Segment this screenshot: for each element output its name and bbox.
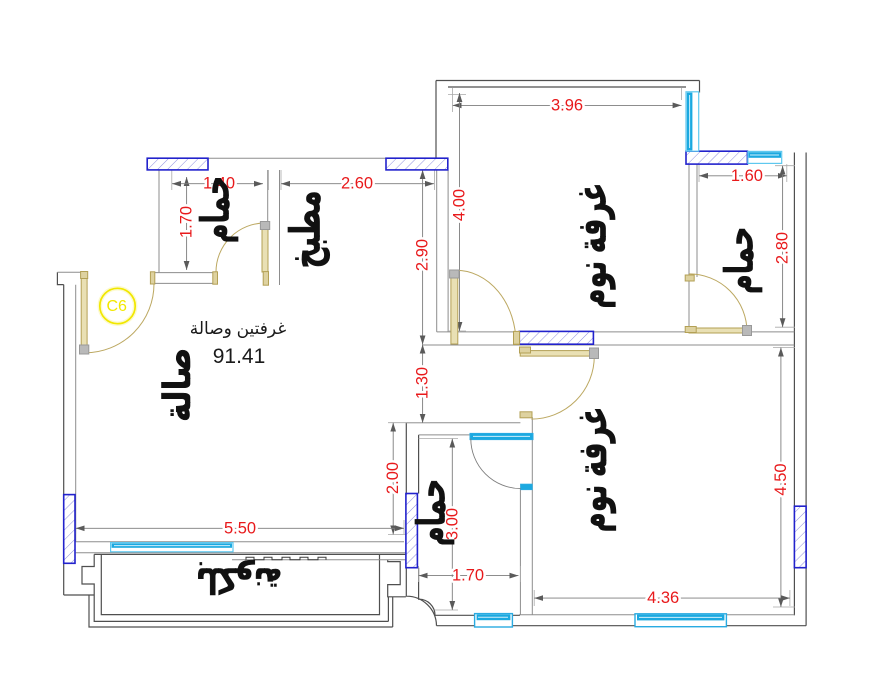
svg-text:غرفة نوم: غرفة نوم xyxy=(570,183,615,309)
svg-text:2.90: 2.90 xyxy=(414,239,432,271)
svg-text:حمام: حمام xyxy=(719,227,763,294)
svg-text:1.40: 1.40 xyxy=(203,175,235,193)
svg-text:1.70: 1.70 xyxy=(452,567,484,585)
svg-text:بلكونة: بلكونة xyxy=(196,560,282,600)
svg-text:مطبخ: مطبخ xyxy=(282,190,330,268)
svg-text:91.41: 91.41 xyxy=(213,345,266,368)
svg-text:2.80: 2.80 xyxy=(774,232,792,264)
svg-text:4.00: 4.00 xyxy=(451,189,469,221)
svg-text:3.96: 3.96 xyxy=(551,96,583,114)
svg-text:1.60: 1.60 xyxy=(731,167,763,185)
svg-text:2.00: 2.00 xyxy=(384,462,402,494)
svg-text:2.60: 2.60 xyxy=(341,175,373,193)
svg-text:5.50: 5.50 xyxy=(224,519,256,537)
svg-text:صالة: صالة xyxy=(156,348,198,422)
svg-text:C6: C6 xyxy=(106,298,127,315)
svg-text:غرفتين وصالة: غرفتين وصالة xyxy=(190,319,287,338)
svg-text:حمام: حمام xyxy=(411,479,455,546)
svg-text:4.36: 4.36 xyxy=(647,589,679,607)
svg-text:1.30: 1.30 xyxy=(414,367,432,399)
svg-text:غرفة نوم: غرفة نوم xyxy=(571,406,616,532)
svg-text:4.50: 4.50 xyxy=(772,463,790,495)
svg-text:حمام: حمام xyxy=(195,176,239,243)
svg-text:3.00: 3.00 xyxy=(443,508,461,540)
svg-text:1.70: 1.70 xyxy=(178,206,196,238)
